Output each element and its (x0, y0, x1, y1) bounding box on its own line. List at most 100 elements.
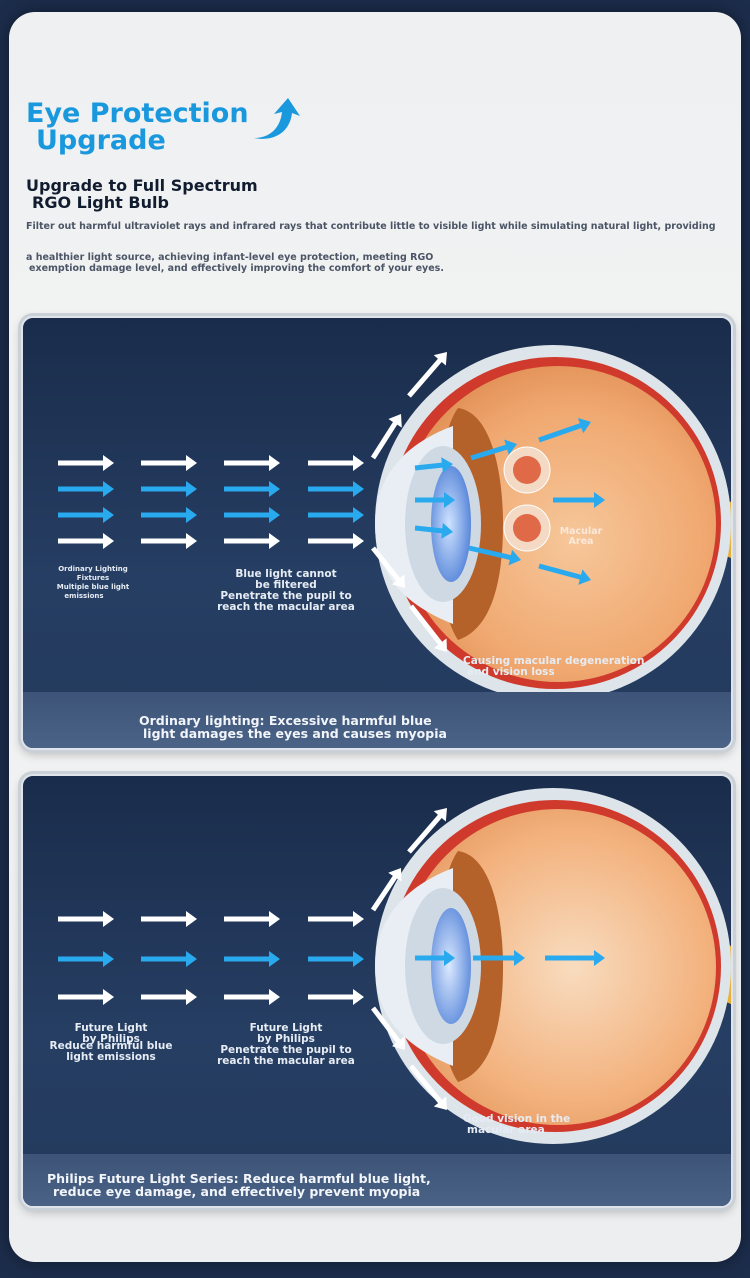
arrow-right-icon (141, 481, 197, 497)
middle-label-line-2: be filtered (255, 579, 317, 591)
arrow-right-icon (371, 1006, 405, 1050)
source-label-line-2: Fixtures (76, 574, 110, 582)
arrow-right-icon (224, 911, 280, 927)
caption-line-2: reduce eye damage, and effectively preve… (53, 1184, 421, 1199)
curved-up-arrow-icon (254, 98, 300, 139)
arrow-right-icon (370, 868, 402, 912)
arrow-right-icon (470, 439, 517, 461)
arrow-right-icon (409, 1064, 447, 1110)
middle-label-line-3: Penetrate the pupil to (220, 1044, 352, 1056)
arrow-right-icon (308, 533, 364, 549)
arrow-right-icon (141, 911, 197, 927)
arrow-right-icon (141, 507, 197, 523)
arrow-right-icon (224, 989, 280, 1005)
subtitle-line-2: RGO Light Bulb (32, 193, 169, 212)
panel2-rays (58, 808, 605, 1110)
arrow-right-icon (553, 492, 605, 508)
caption-line-2: light damages the eyes and causes myopia (143, 726, 447, 741)
arrow-right-icon (414, 522, 453, 539)
middle-label-line-3: Penetrate the pupil to (220, 590, 352, 602)
source-label-line-1: Future Light (74, 1022, 148, 1034)
arrow-right-icon (58, 911, 114, 927)
source-label-line-4: emissions (64, 592, 104, 600)
arrow-right-icon (415, 950, 455, 966)
arrow-right-icon (58, 951, 114, 967)
arrow-right-icon (308, 951, 364, 967)
source-label: Ordinary Lighting Fixtures Multiple blue… (53, 565, 133, 601)
page-title: Eye Protection Upgrade (26, 100, 249, 154)
caption-line-1: Philips Future Light Series: Reduce harm… (47, 1171, 431, 1186)
philips-lighting-diagram (58, 788, 731, 1144)
description-line-2: a healthier light source, achieving infa… (26, 252, 434, 263)
ordinary-lighting-panel: Ordinary Lighting Fixtures Multiple blue… (21, 316, 733, 750)
middle-label-line-4: reach the macular area (217, 1055, 355, 1067)
arrow-right-icon (308, 507, 364, 523)
arrow-right-icon (224, 533, 280, 549)
macular-area-label: Macular Area (551, 527, 611, 547)
arrow-right-icon (414, 457, 453, 474)
result-label-line-2: and vision loss (467, 666, 555, 678)
caption-line-1: Ordinary lighting: Excessive harmful blu… (139, 713, 432, 728)
caption-text: Ordinary lighting: Excessive harmful blu… (139, 714, 447, 740)
title-line-1: Eye Protection (26, 98, 249, 129)
arrow-right-icon (308, 911, 364, 927)
source-label-line-2: by Philips (82, 1033, 140, 1045)
arrow-right-icon (141, 533, 197, 549)
arrow-right-icon (415, 492, 455, 508)
subtitle: Upgrade to Full Spectrum RGO Light Bulb (26, 177, 258, 211)
arrow-right-icon (58, 455, 114, 471)
arrow-right-icon (58, 481, 114, 497)
arrow-right-icon (224, 455, 280, 471)
macular-label-line-1: Macular (559, 526, 603, 537)
middle-label-line-4: reach the macular area (217, 601, 355, 613)
source-label: Future Light by Philips Reduce harmful b… (41, 1023, 181, 1063)
arrow-right-icon (370, 414, 402, 460)
arrow-right-icon (224, 507, 280, 523)
arrow-right-icon (538, 563, 591, 585)
arrow-right-icon (224, 951, 280, 967)
middle-label-line-1: Future Light (249, 1022, 323, 1034)
source-label-line-4: light emissions (66, 1051, 156, 1063)
middle-label-line-1: Blue light cannot (235, 568, 337, 580)
arrow-right-icon (141, 989, 197, 1005)
arrow-right-icon (308, 455, 364, 471)
arrow-right-icon (58, 533, 114, 549)
ordinary-caption: Ordinary lighting: Excessive harmful blu… (23, 692, 731, 748)
panel1-rays (58, 352, 605, 652)
arrow-right-icon (141, 455, 197, 471)
subtitle-line-1: Upgrade to Full Spectrum (26, 176, 258, 195)
title-line-2: Upgrade (36, 125, 166, 156)
result-label: Good vision in the macular area (463, 1114, 653, 1136)
arrow-right-icon (308, 481, 364, 497)
arrow-right-icon (308, 989, 364, 1005)
arrow-right-icon (545, 950, 605, 966)
description-line-1: Filter out harmful ultraviolet rays and … (26, 221, 716, 232)
philips-lighting-panel: Future Light by Philips Reduce harmful b… (21, 774, 733, 1208)
ordinary-lighting-diagram (58, 345, 731, 701)
result-label-line-1: Good vision in the (463, 1113, 571, 1125)
arrow-right-icon (58, 507, 114, 523)
result-label: Causing macular degeneration and vision … (463, 656, 653, 678)
philips-caption: Philips Future Light Series: Reduce harm… (23, 1154, 731, 1206)
middle-label: Future Light by Philips Penetrate the pu… (201, 1023, 371, 1067)
result-label-line-1: Causing macular degeneration (463, 655, 645, 667)
description-line-3: exemption damage level, and effectively … (29, 263, 444, 274)
caption-text: Philips Future Light Series: Reduce harm… (47, 1172, 431, 1198)
result-label-line-2: macular area (467, 1124, 545, 1136)
arrow-right-icon (409, 604, 447, 652)
source-label-line-3: Multiple blue light (56, 583, 130, 591)
arrow-right-icon (407, 808, 447, 854)
middle-label: Blue light cannot be filtered Penetrate … (201, 569, 371, 613)
middle-label-line-2: by Philips (257, 1033, 315, 1045)
description-block: a healthier light source, achieving infa… (26, 252, 526, 274)
source-label-line-3: Reduce harmful blue (49, 1040, 173, 1052)
arrow-right-icon (371, 546, 405, 588)
arrow-right-icon (58, 989, 114, 1005)
arrow-right-icon (407, 352, 447, 398)
source-label-line-1: Ordinary Lighting (58, 565, 128, 573)
arrow-right-icon (224, 481, 280, 497)
arrow-right-icon (141, 951, 197, 967)
macular-label-line-2: Area (568, 536, 594, 547)
arrow-right-icon (538, 418, 591, 443)
arrow-right-icon (473, 950, 525, 966)
